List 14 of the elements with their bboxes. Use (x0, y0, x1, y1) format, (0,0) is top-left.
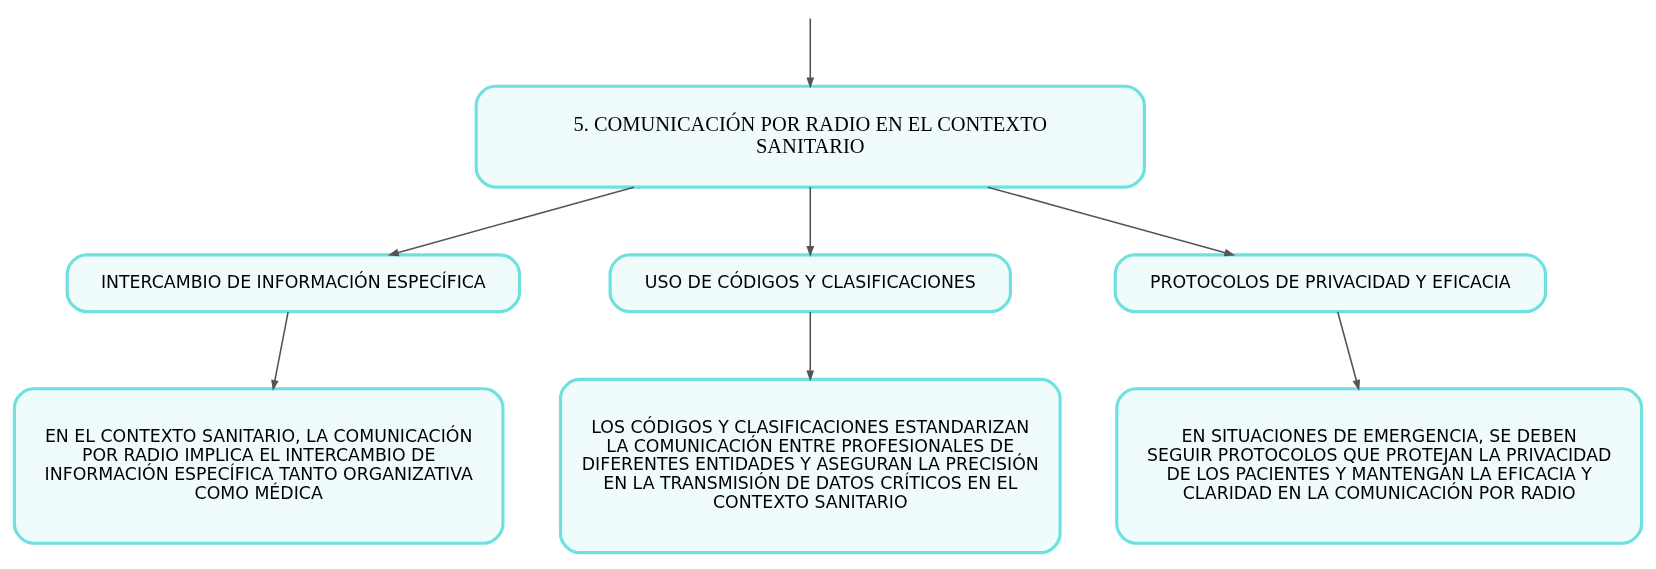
node-box: INTERCAMBIO DE INFORMACIÓN ESPECÍFICA (65, 252, 522, 313)
node-box: PROTOCOLOS DE PRIVACIDAD Y EFICACIA (1113, 252, 1548, 313)
arrow (806, 185, 815, 257)
node-box: EN SITUACIONES DE EMERGENCIA, SE DEBEN SEGUIR PROTOCOLOS QUE PROTEJAN LA PRIVACIDAD DE LOS PACIENTES Y MANTENGAN LA EFICACIA Y CLARIDAD EN LA COMUNICACIÓN POR RADIO (1115, 386, 1644, 545)
arrow (387, 185, 635, 256)
arrow (806, 310, 815, 382)
node-box: USO DE CÓDIGOS Y CLASIFICACIONES (608, 252, 1012, 313)
arrow (806, 17, 815, 89)
node-box: EN EL CONTEXTO SANITARIO, LA COMUNICACIÓN POR RADIO IMPLICA EL INTERCAMBIO DE INFORMACIÓN ESPECÍFICA TANTO ORGANIZATIVA COMO MÉDICA (12, 386, 505, 545)
arrow (1337, 310, 1361, 391)
node-box: LOS CÓDIGOS Y CLASIFICACIONES ESTANDARIZAN LA COMUNICACIÓN ENTRE PROFESIONALES DE DIFERENTES ENTIDADES Y ASEGURAN LA PRECISIÓN EN LA TRANSMISIÓN DE DATOS CRÍTICOS EN EL CONTEXTO SANITARIO (558, 377, 1062, 554)
arrow (271, 310, 289, 391)
arrow (987, 185, 1236, 256)
node-box: 5. COMUNICACIÓN POR RADIO EN EL CONTEXTO SANITARIO (474, 84, 1146, 189)
